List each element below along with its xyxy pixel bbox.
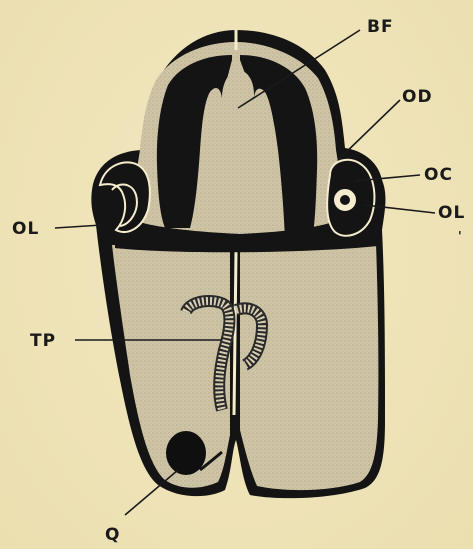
otic-vesicle-core [340, 195, 350, 205]
label-ol-left: OL [12, 219, 39, 239]
label-ol-right-mark: ' [458, 229, 463, 243]
label-tp: TP [30, 331, 56, 351]
leader-ol-left [55, 225, 102, 228]
lower-body-right [240, 244, 378, 490]
leader-od [338, 100, 400, 160]
label-od: OD [402, 87, 433, 107]
midline-lower [234, 252, 236, 415]
label-q: Q [105, 525, 120, 545]
label-ol-right: OL [438, 203, 465, 223]
label-bf: BF [367, 17, 394, 37]
label-oc: OC [424, 165, 453, 185]
